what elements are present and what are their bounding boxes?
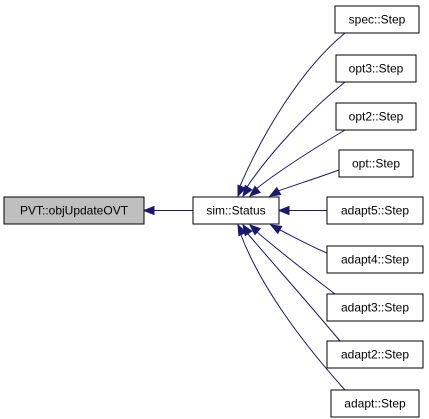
node-pvt-objupdateovt[interactable]: PVT::objUpdateOVT <box>3 196 145 225</box>
node-label: adapt2::Step <box>341 348 409 362</box>
node-label: spec::Step <box>349 13 406 27</box>
edge-adapt4-step-to-sim-status <box>269 224 328 254</box>
node-adapt-step[interactable]: adapt::Step <box>330 389 420 418</box>
node-spec-step[interactable]: spec::Step <box>334 5 420 34</box>
node-label: opt2::Step <box>349 110 404 124</box>
edge-adapt3-step-to-sim-status <box>248 224 336 295</box>
edge-adapt5-step-to-sim-status <box>277 205 327 216</box>
node-label: adapt4::Step <box>341 253 409 267</box>
edge-opt2-step-to-sim-status <box>248 129 346 197</box>
node-label: PVT::objUpdateOVT <box>20 204 129 218</box>
edge-sim-status-to-pvt-objupdateovt <box>142 205 193 216</box>
edge-opt-step-to-sim-status <box>268 169 340 197</box>
node-label: opt::Step <box>352 157 400 171</box>
node-opt2-step[interactable]: opt2::Step <box>335 102 417 131</box>
edge-opt3-step-to-sim-status <box>242 81 346 198</box>
node-adapt4-step[interactable]: adapt4::Step <box>326 245 424 274</box>
node-adapt5-step[interactable]: adapt5::Step <box>326 196 424 225</box>
node-label: adapt::Step <box>344 397 406 411</box>
edges <box>142 32 346 391</box>
node-opt3-step[interactable]: opt3::Step <box>335 54 417 83</box>
edge-adapt-step-to-sim-status <box>237 223 346 391</box>
node-label: sim::Status <box>206 204 265 218</box>
node-adapt2-step[interactable]: adapt2::Step <box>326 340 424 369</box>
node-label: adapt3::Step <box>341 301 409 315</box>
node-opt-step[interactable]: opt::Step <box>338 149 414 178</box>
node-label: opt3::Step <box>349 62 404 76</box>
node-sim-status[interactable]: sim::Status <box>192 196 280 225</box>
node-label: adapt5::Step <box>341 204 409 218</box>
node-adapt3-step[interactable]: adapt3::Step <box>326 293 424 322</box>
edge-spec-step-to-sim-status <box>237 32 346 198</box>
